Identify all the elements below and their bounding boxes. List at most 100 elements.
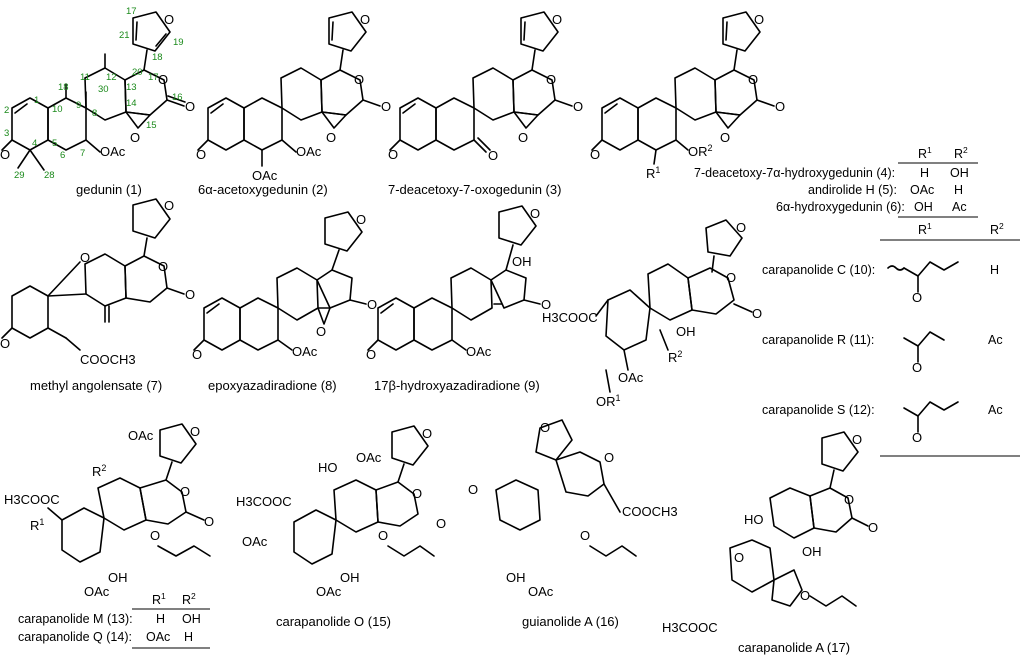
svg-text:O: O xyxy=(912,290,922,305)
caption-2: 6α-acetoxygedunin (2) xyxy=(198,182,328,197)
structure-carapanolide-O: O O O HO OAc H3COOC OAc OH OAc O carapan… xyxy=(236,425,446,629)
svg-text:O: O xyxy=(775,99,785,114)
atom-numbers: 17 21 19 18 20 17 16 15 14 13 12 11 18 3… xyxy=(4,6,184,181)
svg-text:O: O xyxy=(190,424,200,439)
svg-text:O: O xyxy=(546,72,556,87)
svg-text:OAc: OAc xyxy=(296,144,322,159)
svg-text:29: 29 xyxy=(14,170,25,181)
epoxide-o: O xyxy=(130,130,140,145)
svg-text:8: 8 xyxy=(92,108,97,119)
svg-text:4: 4 xyxy=(32,138,37,149)
svg-text:O: O xyxy=(204,514,214,529)
svg-text:O: O xyxy=(0,336,10,351)
svg-text:R2: R2 xyxy=(990,221,1004,237)
svg-text:OAc: OAc xyxy=(252,168,278,183)
svg-text:O: O xyxy=(573,99,583,114)
svg-text:O: O xyxy=(367,297,377,312)
svg-text:6: 6 xyxy=(60,150,65,161)
ketone-o: O xyxy=(0,147,10,162)
svg-text:O: O xyxy=(552,12,562,27)
structure-gedunin: O O O O O OAc 17 21 19 18 20 xyxy=(0,6,195,197)
svg-text:H: H xyxy=(954,183,963,197)
svg-text:13: 13 xyxy=(126,82,137,93)
svg-text:OR2: OR2 xyxy=(688,143,713,159)
svg-text:H: H xyxy=(156,612,165,626)
svg-text:O: O xyxy=(354,72,364,87)
svg-text:OAc: OAc xyxy=(292,344,318,359)
svg-text:R2: R2 xyxy=(182,591,196,607)
caption-3: 7-deacetoxy-7-oxogedunin (3) xyxy=(388,182,561,197)
svg-text:O: O xyxy=(852,432,862,447)
structure-epoxyazadiradione: O O O O OAc epoxyazadiradione (8) xyxy=(192,211,377,393)
svg-text:COOCH3: COOCH3 xyxy=(80,352,136,367)
svg-text:O: O xyxy=(158,259,168,274)
svg-text:R1: R1 xyxy=(918,221,932,237)
svg-text:O: O xyxy=(748,72,758,87)
svg-text:Ac: Ac xyxy=(988,403,1003,417)
svg-text:O: O xyxy=(378,528,388,543)
structure-4-6: O O O O O OR2 R1 xyxy=(590,11,785,181)
svg-text:OH: OH xyxy=(512,254,532,269)
svg-text:14: 14 xyxy=(126,98,137,109)
svg-text:7-deacetoxy-7α-hydroxygedunin: 7-deacetoxy-7α-hydroxygedunin (4): xyxy=(694,166,895,180)
svg-text:12: 12 xyxy=(106,72,117,83)
svg-text:OAc: OAc xyxy=(356,450,382,465)
svg-text:10: 10 xyxy=(52,104,63,115)
svg-text:20: 20 xyxy=(132,67,143,78)
svg-text:30: 30 xyxy=(98,84,109,95)
svg-text:3: 3 xyxy=(4,128,9,139)
structure-methyl-angolensate: O O O O O COOCH3 methyl angolensate (7) xyxy=(0,198,195,393)
svg-text:O: O xyxy=(530,206,540,221)
svg-text:O: O xyxy=(541,297,551,312)
svg-text:O: O xyxy=(844,492,854,507)
svg-text:OAc: OAc xyxy=(316,584,342,599)
svg-text:OH: OH xyxy=(108,570,128,585)
svg-text:R1: R1 xyxy=(30,517,44,533)
caption-gedunin: gedunin (1) xyxy=(76,182,142,197)
svg-text:O: O xyxy=(540,420,550,435)
svg-text:OAc: OAc xyxy=(528,584,554,599)
svg-text:11: 11 xyxy=(80,72,90,83)
svg-text:R1: R1 xyxy=(152,591,166,607)
svg-text:R1: R1 xyxy=(918,145,932,161)
svg-text:21: 21 xyxy=(119,30,130,41)
svg-text:OH: OH xyxy=(950,166,969,180)
svg-text:H: H xyxy=(920,166,929,180)
svg-text:carapanolide C (10):: carapanolide C (10): xyxy=(762,263,875,277)
svg-text:O: O xyxy=(366,347,376,362)
structure-13-14: O O O H3COOC R1 R2 OAc OH OAc O R1 R2 ca… xyxy=(4,423,214,649)
svg-text:1: 1 xyxy=(34,95,39,106)
svg-text:carapanolide M (13):: carapanolide M (13): xyxy=(18,612,133,626)
svg-text:R2: R2 xyxy=(668,349,682,365)
svg-text:O: O xyxy=(800,588,810,603)
caption-17: carapanolide A (17) xyxy=(738,640,850,655)
svg-text:7: 7 xyxy=(80,148,85,159)
svg-text:O: O xyxy=(360,12,370,27)
caption-7: methyl angolensate (7) xyxy=(30,378,162,393)
svg-text:17: 17 xyxy=(148,72,159,83)
svg-text:O: O xyxy=(518,130,528,145)
svg-text:COOCH3: COOCH3 xyxy=(622,504,678,519)
svg-text:17: 17 xyxy=(126,6,137,17)
svg-text:HO: HO xyxy=(744,512,764,527)
svg-text:O: O xyxy=(912,360,922,375)
svg-text:O: O xyxy=(412,486,422,501)
svg-text:R1: R1 xyxy=(646,165,660,181)
svg-text:OAc: OAc xyxy=(84,584,110,599)
svg-text:O: O xyxy=(736,220,746,235)
svg-text:2: 2 xyxy=(4,105,9,116)
svg-text:OH: OH xyxy=(506,570,526,585)
svg-text:O: O xyxy=(752,306,762,321)
caption-9: 17β-hydroxyazadiradione (9) xyxy=(374,378,540,393)
svg-text:O: O xyxy=(422,426,432,441)
caption-16: guianolide A (16) xyxy=(522,614,619,629)
svg-text:OAc: OAc xyxy=(242,534,268,549)
svg-text:OH: OH xyxy=(676,324,696,339)
svg-text:O: O xyxy=(590,147,600,162)
svg-text:O: O xyxy=(356,212,366,227)
svg-text:H: H xyxy=(990,263,999,277)
svg-text:O: O xyxy=(488,148,498,163)
svg-text:O: O xyxy=(196,147,206,162)
svg-text:andirolide H (5):: andirolide H (5): xyxy=(808,183,897,197)
svg-text:O: O xyxy=(720,130,730,145)
